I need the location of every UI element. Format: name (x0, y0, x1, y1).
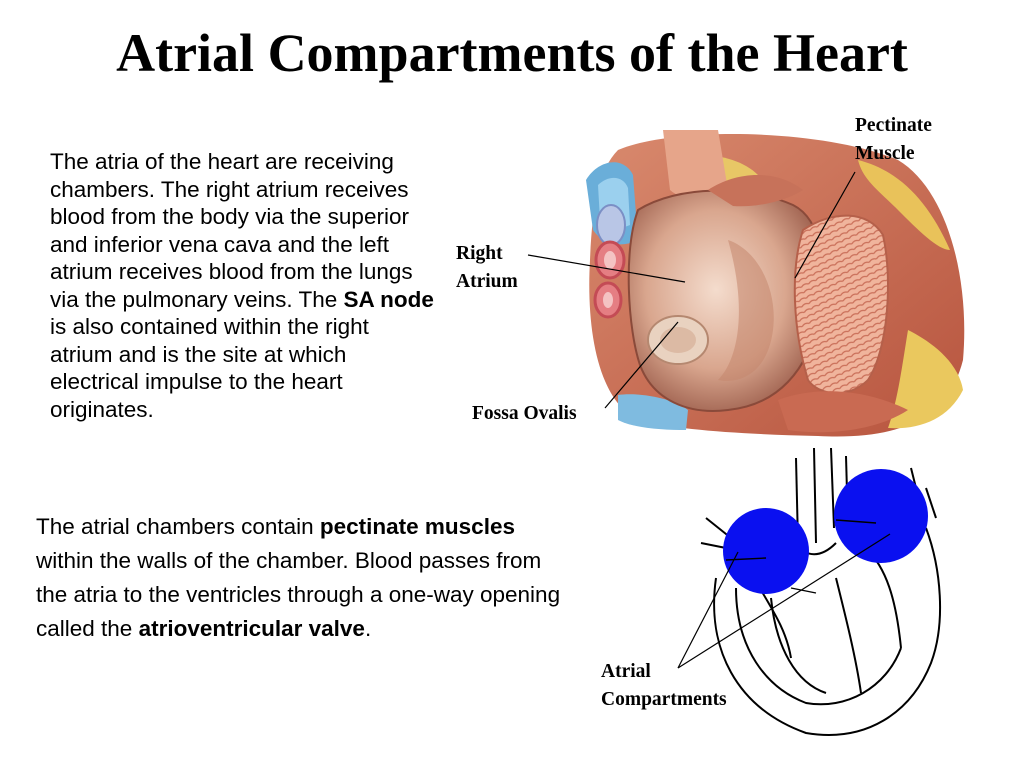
pectinate-muscles-term: pectinate muscles (319, 514, 515, 539)
av-valve-term: atrioventricular valve (138, 616, 365, 641)
pectinate-description: The atrial chambers contain pectinate mu… (36, 510, 576, 646)
fossa-ovalis-label: Fossa Ovalis (472, 400, 577, 428)
chambers-text-3: . (364, 616, 372, 641)
fossa-ovalis-label-text: Fossa Ovalis (472, 403, 577, 424)
atrial-label-line1: Atrial (601, 661, 651, 682)
slide-title: Atrial Compartments of the Heart (116, 23, 908, 83)
heart-anatomy-illustration (586, 130, 965, 437)
atria-description: The atria of the heart are receiving cha… (50, 148, 435, 423)
heart-outline-diagram (700, 448, 942, 736)
right-atrium-fill (834, 469, 928, 563)
atrial-label-line2: Compartments (601, 689, 727, 710)
atria-text-2: is also contained within the right atriu… (50, 314, 369, 422)
left-atrium-fill (723, 508, 809, 594)
pectinate-muscle-label: Pectinate Muscle (855, 112, 932, 168)
sa-node-term: SA node (343, 286, 434, 312)
right-atrium-label: Right Atrium (456, 240, 518, 296)
right-atrium-label-line2: Atrium (456, 271, 518, 292)
chambers-text-2: within the walls of the chamber. Blood p… (36, 548, 561, 641)
pectinate-label-line1: Pectinate (855, 115, 932, 136)
pectinate-label-line2: Muscle (855, 143, 915, 164)
chambers-text-1: The atrial chambers contain (36, 514, 320, 539)
atria-text-1: The atria of the heart are receiving cha… (50, 149, 413, 312)
right-atrium-label-line1: Right (456, 243, 503, 264)
atrial-compartments-label: Atrial Compartments (601, 658, 727, 714)
